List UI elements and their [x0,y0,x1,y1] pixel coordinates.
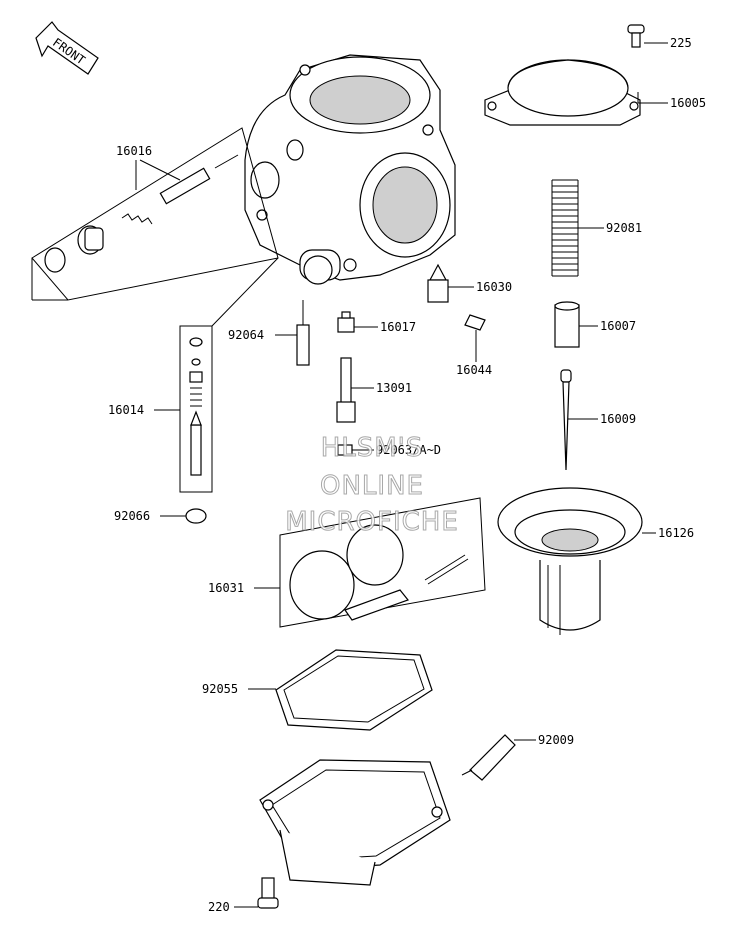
label-16014: 16014 [108,403,144,417]
label-16030: 16030 [476,280,512,294]
part-225-screw [627,24,645,48]
label-16126: 16126 [658,526,694,540]
part-16007 [554,301,580,348]
part-92066 [185,508,207,524]
label-13091: 13091 [376,381,412,395]
watermark-line2: ONLINE [320,471,424,501]
label-16031: 16031 [208,581,244,595]
part-16044-clip [464,314,486,331]
watermark-line3: MICROFICHE [285,507,459,537]
part-16016-assembly [31,127,279,301]
label-92063: 92063/A~D [376,443,441,457]
part-16009-needle [560,369,572,471]
float-bowl [259,759,451,886]
watermark: HLSM'S ONLINE MICROFICHE [285,433,459,538]
part-13091 [336,357,356,423]
label-92066: 92066 [114,509,150,523]
label-16005: 16005 [670,96,706,110]
label-92009: 92009 [538,733,574,747]
part-220-screw [257,877,279,909]
part-16017 [337,311,355,333]
part-16126-diaphragm [497,487,643,635]
label-16016: 16016 [116,144,152,158]
part-92081-spring [551,179,579,277]
label-16044: 16044 [456,363,492,377]
front-arrow-icon: FRONT [35,21,99,75]
label-225: 225 [670,36,692,50]
part-16031-assembly [279,497,486,628]
label-92081: 92081 [606,221,642,235]
part-16014-assembly [179,257,279,493]
label-92055: 92055 [202,682,238,696]
part-16030 [427,263,449,303]
label-16009: 16009 [600,412,636,426]
label-92064: 92064 [228,328,264,342]
watermark-line1: HLSM'S [321,433,424,463]
part-92055-gasket [275,649,433,731]
part-92009-screw [461,734,516,781]
label-16007: 16007 [600,319,636,333]
carburetor-body [244,54,456,285]
label-16017: 16017 [380,320,416,334]
part-16005-cover [484,59,641,126]
leader-lines [135,42,668,908]
part-92064 [296,300,310,366]
label-220: 220 [208,900,230,914]
